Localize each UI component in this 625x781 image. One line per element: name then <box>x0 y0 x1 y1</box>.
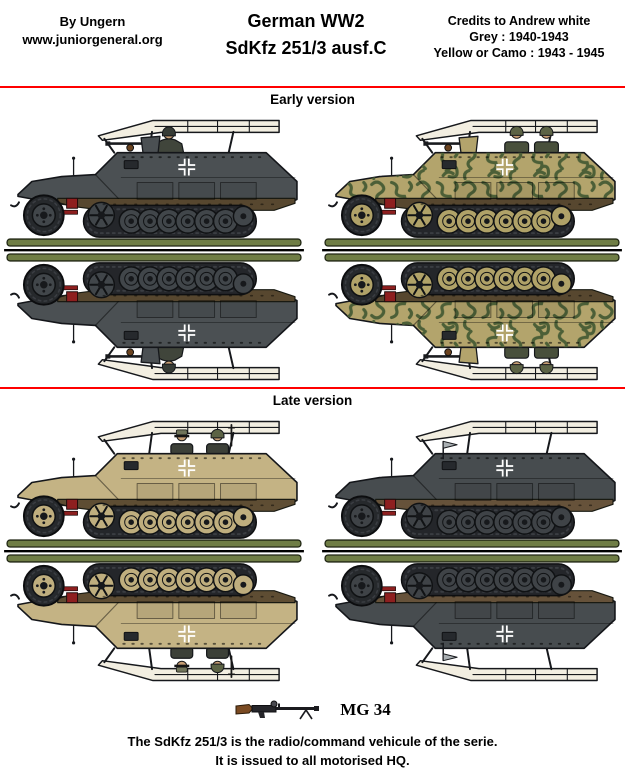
halftrack-illustration-late-tan <box>4 414 304 688</box>
vehicle-cell-late-grey <box>322 414 622 688</box>
weapon-label: MG 34 <box>340 700 391 719</box>
caption-line-1: The SdKfz 251/3 is the radio/command veh… <box>127 734 498 749</box>
vehicle-cell-early-camo <box>322 113 622 387</box>
red-divider-middle <box>0 387 625 389</box>
sheet-title: German WW2 SdKfz 251/3 ausf.C <box>185 6 413 86</box>
mg34-icon <box>235 700 321 720</box>
author-website: www.juniorgeneral.org <box>22 32 163 47</box>
credits-line: Credits to Andrew white <box>447 14 591 28</box>
credits-grey-years: Grey : 1940-1943 <box>469 30 569 44</box>
vehicle-cell-early-grey <box>4 113 304 387</box>
halftrack-illustration-early-grey <box>4 113 304 387</box>
halftrack-illustration-early-camo <box>322 113 622 387</box>
sheet-header: By Ungern www.juniorgeneral.org German W… <box>0 0 625 86</box>
credits-block: Credits to Andrew white Grey : 1940-1943… <box>413 6 625 86</box>
author-name: By Ungern <box>59 14 126 29</box>
vehicle-cell-late-tan <box>4 414 304 688</box>
halftrack-illustration-late-grey <box>322 414 622 688</box>
caption-line-2: It is issued to all motorised HQ. <box>215 753 410 768</box>
credits-camo-years: Yellow or Camo : 1943 - 1945 <box>433 46 605 60</box>
weapon-legend: MG 34 <box>0 697 625 723</box>
section-label-late: Late version <box>272 393 353 408</box>
early-versions-row <box>0 113 625 387</box>
late-versions-row <box>0 414 625 688</box>
title-line-2: SdKfz 251/3 ausf.C <box>225 38 387 58</box>
red-divider-top <box>0 86 625 88</box>
sheet-caption: The SdKfz 251/3 is the radio/command veh… <box>0 732 625 770</box>
title-line-1: German WW2 <box>247 11 365 31</box>
author-block: By Ungern www.juniorgeneral.org <box>0 6 185 86</box>
section-label-early: Early version <box>270 92 355 107</box>
